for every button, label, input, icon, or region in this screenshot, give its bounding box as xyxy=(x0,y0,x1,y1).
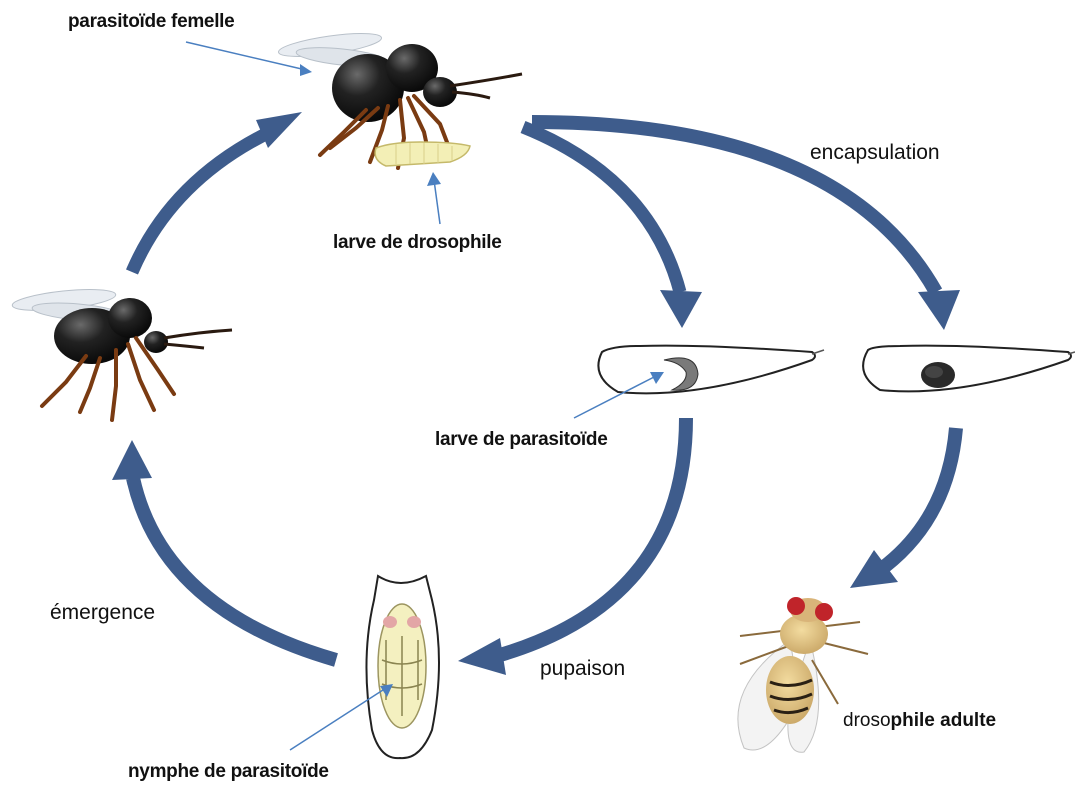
cycle-arrows xyxy=(112,112,960,675)
arrow-pupation-head xyxy=(458,638,506,675)
arrow-encapsulation-head xyxy=(918,290,960,330)
arrow-adult-to-female xyxy=(132,129,276,272)
arrow-emergence xyxy=(133,478,336,660)
adult-wasp xyxy=(11,286,232,420)
parasitoid-pupa xyxy=(366,576,439,758)
label-parasitoid-pupa: nymphe de parasitoïde xyxy=(128,762,329,781)
arrow-to-parasitized-larva xyxy=(523,127,680,292)
label-parasitoid-female: parasitoïde femelle xyxy=(68,12,234,31)
parasitized-drosophila-larva xyxy=(598,346,824,394)
female-wasp-with-larva xyxy=(277,29,522,168)
arrow-pupation xyxy=(500,418,686,655)
label-pupation: pupaison xyxy=(540,658,625,679)
label-adult-drosophila-suffix: phile adulte xyxy=(891,710,997,731)
label-adult-drosophila-prefix: droso xyxy=(843,710,891,731)
label-drosophila-larva: larve de drosophile xyxy=(333,233,502,252)
label-parasitoid-larva: larve de parasitoïde xyxy=(435,430,607,449)
arrow-to-parasitized-larva-head xyxy=(660,290,702,328)
label-adult-drosophila: drosophile adulte xyxy=(843,711,996,730)
arrow-emergence-head xyxy=(112,440,152,480)
encapsulated-drosophila-larva xyxy=(863,346,1075,392)
label-encapsulation: encapsulation xyxy=(810,142,940,163)
pointer-drosophila-larva xyxy=(434,180,440,224)
label-emergence: émergence xyxy=(50,602,155,623)
arrow-to-adult-drosophila xyxy=(880,428,956,570)
